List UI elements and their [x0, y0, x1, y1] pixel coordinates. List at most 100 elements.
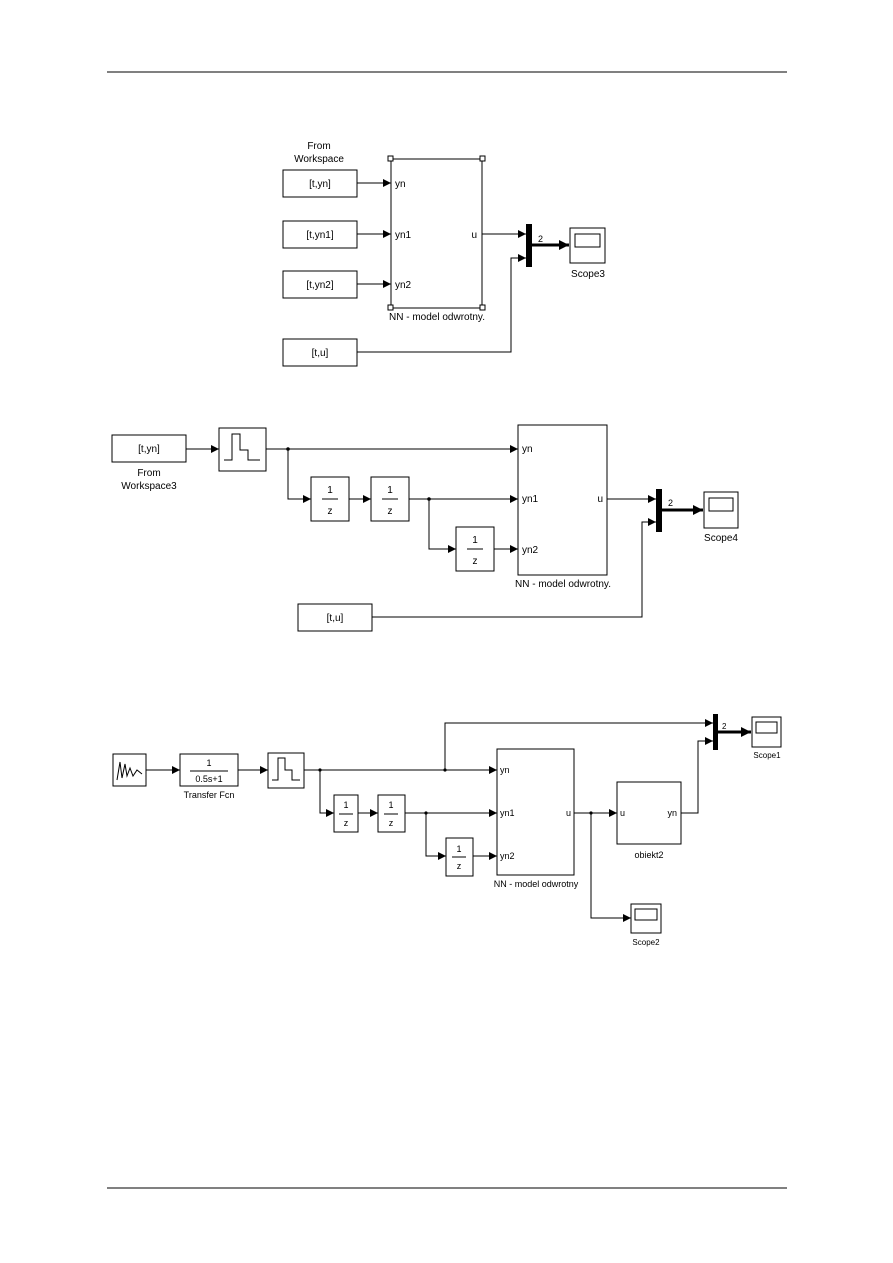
from-workspace-title-line1: From — [307, 141, 330, 152]
delay-numerator: 1 — [387, 485, 393, 496]
delay-denominator: z — [473, 556, 478, 567]
random-signal-icon — [116, 761, 143, 781]
plant-subsystem-block[interactable]: u yn — [616, 781, 682, 845]
signal-line[interactable] — [357, 254, 526, 353]
delay-denominator: z — [328, 506, 333, 517]
obiekt-port-yn: yn — [667, 808, 677, 818]
scope-block[interactable] — [569, 227, 606, 264]
tf-numerator: 1 — [206, 758, 211, 768]
scope-screen-icon — [755, 721, 778, 734]
nn-port-yn2: yn2 — [395, 280, 412, 291]
delay-numerator: 1 — [327, 485, 333, 496]
diagram-1: From Workspace [t,yn] [t,yn1] [t,yn2] [t… — [282, 141, 606, 367]
scope2-label: Scope2 — [632, 938, 660, 947]
nn-port-yn2: yn2 — [522, 545, 539, 556]
tf-denominator: 0.5s+1 — [195, 774, 222, 784]
transfer-fcn-block[interactable]: 1 0.5s+1 — [179, 753, 239, 787]
signal-line[interactable] — [287, 449, 311, 503]
plant-subsystem-label: obiekt2 — [634, 850, 663, 860]
mux-block[interactable] — [526, 224, 532, 267]
scope-screen-icon — [708, 497, 734, 512]
nn-port-u: u — [597, 494, 603, 505]
delay-denominator: z — [457, 861, 462, 871]
unit-delay-block-2[interactable]: 1 z — [377, 794, 406, 833]
signal-line[interactable] — [372, 518, 656, 618]
staircase-icon — [224, 433, 260, 461]
from-workspace-block-u[interactable]: [t,u] — [297, 603, 373, 632]
scope-label: Scope4 — [704, 533, 738, 544]
nn-subsystem-label: NN - model odwrotny — [494, 879, 579, 889]
from-workspace-yn-label: [t,yn] — [138, 444, 160, 455]
from-workspace-yn2-label: [t,yn2] — [306, 280, 333, 291]
signal-line[interactable] — [681, 737, 713, 814]
from-workspace-block-yn1[interactable]: [t,yn1] — [282, 220, 358, 249]
nn-subsystem-block[interactable]: yn yn1 yn2 u — [496, 748, 575, 876]
zero-order-hold-block[interactable] — [267, 752, 305, 789]
nn-subsystem-label: NN - model odwrotny. — [515, 579, 611, 590]
nn-port-yn: yn — [522, 444, 533, 455]
mux-width-label: 2 — [538, 234, 543, 244]
scope-screen-icon — [634, 908, 658, 921]
from-workspace-title-line1: From — [137, 468, 160, 479]
nn-port-yn: yn — [500, 765, 510, 775]
nn-subsystem-block[interactable]: yn yn1 yn2 u — [387, 155, 486, 311]
delay-numerator: 1 — [472, 535, 478, 546]
delay-numerator: 1 — [343, 800, 348, 810]
from-workspace-yn1-label: [t,yn1] — [306, 230, 333, 241]
nn-port-u: u — [566, 808, 571, 818]
selection-handle[interactable] — [479, 155, 486, 162]
from-workspace-block-u[interactable]: [t,u] — [282, 338, 358, 367]
signal-line[interactable] — [444, 719, 713, 770]
from-workspace-block-yn[interactable]: [t,yn] — [111, 434, 187, 463]
from-workspace-yn-label: [t,yn] — [309, 179, 331, 190]
signal-line[interactable] — [319, 770, 334, 817]
nn-port-yn2: yn2 — [500, 851, 515, 861]
from-workspace-title-line2: Workspace3 — [121, 481, 177, 492]
diagram-2: [t,yn] From Workspace3 1 z 1 z 1 z — [111, 424, 739, 632]
diagram-3: 1 0.5s+1 Transfer Fcn 1 z 1 z 1 z — [112, 714, 782, 947]
transfer-fcn-label: Transfer Fcn — [184, 790, 235, 800]
scope1-block[interactable] — [751, 716, 782, 748]
mux-width-label: 2 — [668, 498, 673, 508]
signal-line[interactable] — [428, 499, 456, 553]
unit-delay-block-3[interactable]: 1 z — [445, 837, 474, 877]
nn-port-u: u — [471, 230, 477, 241]
delay-denominator: z — [388, 506, 393, 517]
signal-source-block[interactable] — [112, 753, 147, 787]
selection-handle[interactable] — [387, 304, 394, 311]
nn-port-yn1: yn1 — [500, 808, 515, 818]
scope1-label: Scope1 — [753, 751, 781, 760]
mux-block[interactable] — [656, 489, 662, 532]
scope-block[interactable] — [703, 491, 739, 529]
from-workspace-block-yn2[interactable]: [t,yn2] — [282, 270, 358, 299]
scope-screen-icon — [574, 233, 601, 248]
from-workspace-block-yn[interactable]: [t,yn] — [282, 169, 358, 198]
selection-handle[interactable] — [387, 155, 394, 162]
scope-label: Scope3 — [571, 269, 605, 280]
delay-denominator: z — [389, 818, 394, 828]
zero-order-hold-block[interactable] — [218, 427, 267, 472]
signal-line[interactable] — [425, 813, 446, 860]
unit-delay-block-1[interactable]: 1 z — [333, 794, 359, 833]
selection-handle[interactable] — [479, 304, 486, 311]
unit-delay-block-3[interactable]: 1 z — [455, 526, 495, 572]
signal-line[interactable] — [590, 813, 631, 922]
nn-port-yn: yn — [395, 179, 406, 190]
delay-numerator: 1 — [456, 844, 461, 854]
nn-port-yn1: yn1 — [395, 230, 412, 241]
mux-width-label: 2 — [722, 722, 727, 731]
from-workspace-title-line2: Workspace — [294, 154, 344, 165]
from-workspace-u-label: [t,u] — [327, 613, 344, 624]
delay-denominator: z — [344, 818, 349, 828]
delay-numerator: 1 — [388, 800, 393, 810]
unit-delay-block-2[interactable]: 1 z — [370, 476, 410, 522]
from-workspace-u-label: [t,u] — [312, 348, 329, 359]
obiekt-port-u: u — [620, 808, 625, 818]
unit-delay-block-1[interactable]: 1 z — [310, 476, 350, 522]
nn-subsystem-block[interactable]: yn yn1 yn2 u — [517, 424, 608, 576]
mux-block[interactable] — [713, 714, 718, 750]
nn-subsystem-label: NN - model odwrotny. — [389, 312, 485, 323]
scope2-block[interactable] — [630, 903, 662, 934]
nn-port-yn1: yn1 — [522, 494, 539, 505]
